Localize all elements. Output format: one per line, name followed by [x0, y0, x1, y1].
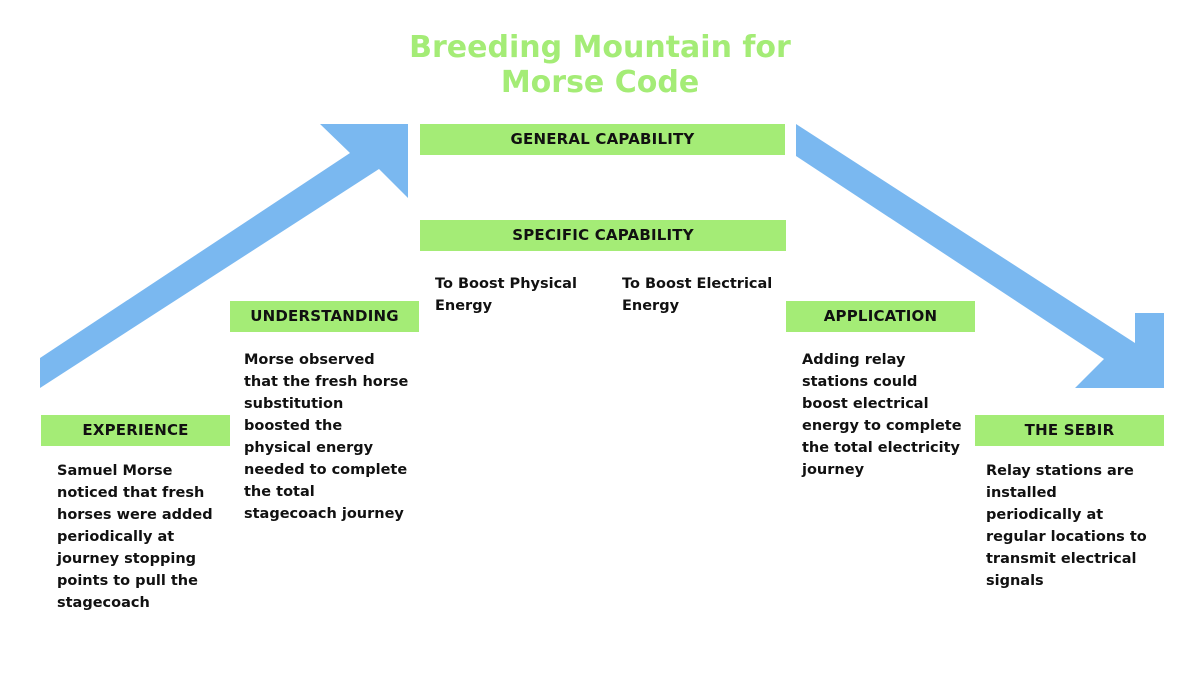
rising-arrow: [40, 124, 408, 388]
sebir-label: THE SEBIR: [975, 415, 1164, 446]
electrical-energy-text: To Boost Electrical Energy: [622, 276, 773, 314]
understanding-text: Morse observed that the fresh horse subs…: [244, 352, 409, 522]
specific-capability-label: SPECIFIC CAPABILITY: [420, 220, 786, 251]
application-label: APPLICATION: [786, 301, 975, 332]
understanding-label: UNDERSTANDING: [230, 301, 419, 332]
experience-label: EXPERIENCE: [41, 415, 230, 446]
general-capability-label: GENERAL CAPABILITY: [420, 124, 785, 155]
application-text: Adding relay stations could boost electr…: [802, 352, 962, 478]
title-line-1: Breeding Mountain for: [409, 30, 791, 65]
physical-energy-text: To Boost Physical Energy: [435, 276, 577, 314]
experience-text: Samuel Morse noticed that fresh horses w…: [57, 463, 213, 611]
sebir-text: Relay stations are installed periodicall…: [986, 463, 1147, 589]
title-line-2: Morse Code: [500, 65, 700, 100]
descending-arrow: [796, 124, 1164, 388]
page-title: Breeding Mountain for Morse Code: [300, 30, 900, 100]
